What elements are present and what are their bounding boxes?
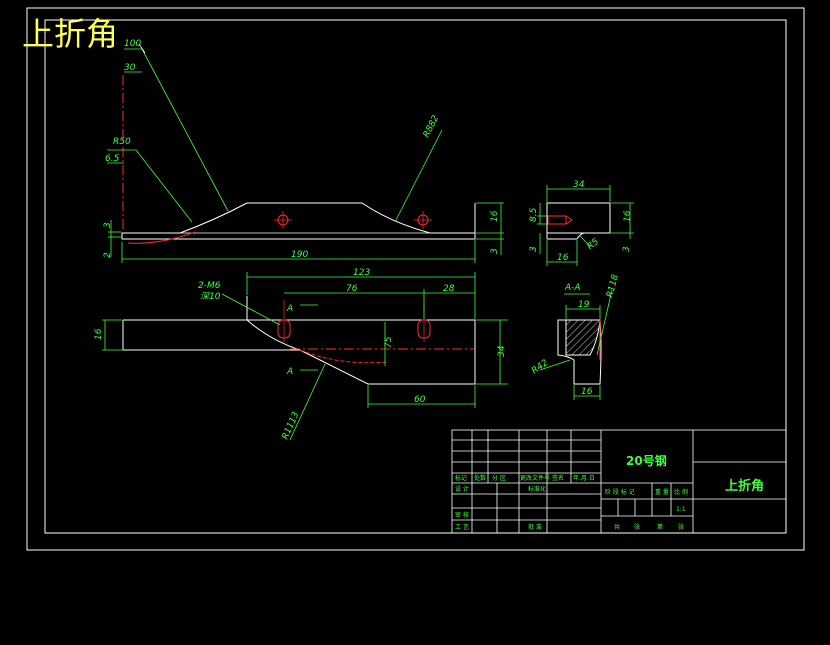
section-a-bottom: A bbox=[286, 367, 293, 377]
tb-label-date: 年.月.日 bbox=[573, 474, 595, 482]
dim-3-front-right: 3 bbox=[490, 248, 500, 254]
dim-76: 76 bbox=[346, 284, 358, 294]
dim-6-5: 6.5 bbox=[105, 154, 120, 164]
side-view-body bbox=[546, 202, 611, 234]
title-block: 20号钢 上折角 标记 处数 分 区 更改文件号 签名 年.月.日 设 计 标准… bbox=[451, 429, 787, 534]
side-view-dimensions bbox=[537, 185, 634, 266]
section-hatch bbox=[565, 319, 601, 356]
plan-hidden-curve bbox=[299, 349, 389, 364]
dim-28: 28 bbox=[443, 284, 455, 294]
tb-approve: 批 准 bbox=[528, 523, 542, 531]
dim-3-front-left: 3 bbox=[103, 222, 113, 228]
dim-8-5: 8.5 bbox=[529, 207, 539, 222]
tb-label-count: 处数 bbox=[474, 474, 486, 482]
section-view bbox=[557, 319, 602, 385]
hole-label: 2-M6 bbox=[198, 281, 221, 291]
dim-r42: R42 bbox=[530, 358, 550, 377]
tb-review: 审 核 bbox=[455, 511, 469, 519]
dim-123: 123 bbox=[353, 268, 370, 278]
dim-16-side: 16 bbox=[623, 210, 633, 222]
front-hole-left bbox=[274, 211, 292, 229]
front-hidden-curve bbox=[127, 231, 196, 244]
dim-r118: R118 bbox=[605, 273, 621, 298]
tb-sheets: 张 bbox=[634, 523, 640, 531]
tb-label-sign: 签名 bbox=[552, 474, 564, 482]
front-view-outline bbox=[121, 202, 476, 240]
dim-2: 2 bbox=[103, 252, 113, 258]
plan-view-dimensions bbox=[102, 272, 508, 441]
dim-34-side: 34 bbox=[573, 180, 585, 190]
tb-weight: 重 量 bbox=[655, 488, 669, 496]
inner-frame bbox=[44, 19, 787, 534]
dim-75: 75 bbox=[384, 336, 394, 348]
dim-30: 30 bbox=[124, 63, 136, 73]
plan-view bbox=[122, 296, 476, 385]
tb-label-mark: 标记 bbox=[455, 474, 467, 482]
tb-part-name: 上折角 bbox=[725, 478, 764, 494]
front-view bbox=[121, 75, 476, 244]
dim-19: 19 bbox=[578, 300, 590, 310]
section-a-top: A bbox=[286, 304, 293, 314]
tb-number: 第 bbox=[657, 523, 663, 531]
dim-r882: R882 bbox=[422, 114, 442, 140]
dim-16-plan: 16 bbox=[94, 328, 104, 340]
tb-label-zone: 分 区 bbox=[492, 474, 506, 482]
side-slot bbox=[547, 215, 567, 225]
tb-sheet: 张 bbox=[678, 523, 684, 531]
tb-scale: 1:1 bbox=[676, 506, 686, 513]
tb-process: 工 艺 bbox=[455, 523, 469, 531]
tb-label-change: 更改文件号 bbox=[520, 474, 550, 482]
dim-34-plan: 34 bbox=[497, 345, 507, 357]
dim-3-side-right: 3 bbox=[622, 246, 632, 252]
tb-material: 20号钢 bbox=[626, 453, 667, 468]
dim-r1113: R1113 bbox=[281, 410, 302, 441]
dim-190: 190 bbox=[291, 250, 308, 260]
tb-scale-label: 比 例 bbox=[674, 488, 688, 496]
tb-stage: 阶 段 标 记 bbox=[605, 488, 635, 496]
front-hole-right bbox=[414, 211, 432, 229]
tb-total: 共 bbox=[614, 523, 620, 531]
plan-view-outline bbox=[122, 296, 476, 385]
tb-standardize: 标准化 bbox=[528, 485, 546, 493]
section-dimensions bbox=[539, 289, 613, 400]
front-view-dimensions bbox=[107, 43, 504, 263]
dim-16-front: 16 bbox=[490, 210, 500, 222]
dim-16-side-bottom: 16 bbox=[557, 253, 569, 263]
dim-100: 100 bbox=[124, 39, 141, 49]
hole-depth: 深10 bbox=[200, 291, 221, 302]
title-overlay: 上折角 bbox=[22, 15, 119, 53]
outer-frame bbox=[26, 7, 805, 551]
dim-r50: R50 bbox=[113, 137, 131, 147]
dim-60: 60 bbox=[414, 395, 426, 405]
tb-design: 设 计 bbox=[455, 485, 469, 493]
dim-r5: R5 bbox=[586, 237, 602, 253]
dim-16-section: 16 bbox=[581, 387, 593, 397]
section-title: A-A bbox=[564, 283, 581, 293]
dim-3-side-left: 3 bbox=[529, 246, 539, 252]
side-view bbox=[546, 202, 611, 240]
